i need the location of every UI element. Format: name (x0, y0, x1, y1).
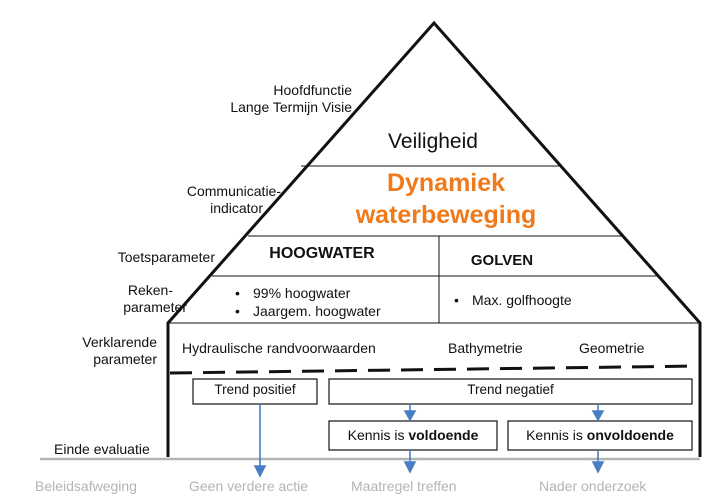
hoogwater-item-2: Jaargem. hoogwater (231, 302, 381, 320)
verklarend-geometrie: Geometrie (579, 340, 645, 356)
verklarend-bathymetrie: Bathymetrie (448, 340, 523, 356)
dynamiek-line2: waterbeweging (355, 201, 537, 229)
label-reken-line2: parameter (123, 299, 187, 315)
golven-heading: GOLVEN (470, 252, 534, 269)
label-verklarende-line2: parameter (93, 351, 157, 367)
golven-item-1: Max. golfhoogte (450, 291, 572, 309)
kennis-onvoldoende-box (507, 420, 693, 451)
arrow-voldoende-head-bottom (403, 461, 417, 474)
label-toetsparameter: Toetsparameter (117, 249, 215, 265)
label-communicatie-line2: indicator (210, 200, 263, 216)
label-hoofdfunctie-line2: Lange Termijn Visie (230, 99, 352, 115)
bottom-nader-onderzoek: Nader onderzoek (539, 478, 647, 494)
hoogwater-list: 99% hoogwater Jaargem. hoogwater (231, 284, 381, 320)
kennis-onvoldoende-label: Kennis is onvoldoende (508, 427, 692, 443)
label-hoofdfunctie: Hoofdfunctie Lange Termijn Visie (230, 82, 352, 116)
label-hoofdfunctie-line1: Hoofdfunctie (273, 82, 352, 98)
label-verklarende-line1: Verklarende (82, 334, 157, 350)
pyramid-border (166, 20, 702, 457)
label-communicatie: Communicatie- indicator (187, 183, 281, 217)
bottom-maatregel-treffen: Maatregel treffen (351, 478, 457, 494)
dynamiek-line1: Dynamiek (386, 169, 506, 197)
kennis-onvoldoende-prefix: Kennis is (526, 427, 587, 443)
veiligheid-text: Veiligheid (388, 130, 478, 153)
trend-positief-label: Trend positief (214, 382, 296, 397)
kennis-voldoende-label: Kennis is voldoende (329, 427, 497, 443)
arrow-onvoldoende-head-top (591, 410, 605, 422)
bottom-beleidsafweging: Beleidsafweging (35, 478, 137, 494)
bottom-geen-verdere-actie: Geen verdere actie (189, 478, 309, 494)
label-reken-line1: Reken- (127, 282, 173, 298)
label-einde-evaluatie: Einde evaluatie (54, 441, 150, 457)
golven-list: Max. golfhoogte (450, 291, 572, 309)
kennis-voldoende-prefix: Kennis is (347, 427, 409, 443)
label-verklarende: Verklarende parameter (82, 334, 157, 368)
trend-positief-box (192, 378, 318, 405)
label-communicatie-line1: Communicatie- (186, 183, 281, 199)
dynamiek-text: Dynamiek waterbeweging (356, 167, 537, 231)
kennis-onvoldoende-bold: onvoldoende (586, 427, 674, 443)
arrow-onvoldoende-head-bottom (591, 461, 605, 474)
label-rekenparameter: Reken- parameter (123, 282, 187, 316)
trend-negatief-label: Trend negatief (467, 382, 554, 397)
hoogwater-item-1: 99% hoogwater (231, 284, 381, 302)
arrow-positief-head (253, 465, 267, 478)
hoogwater-heading: HOOGWATER (269, 245, 375, 262)
kennis-voldoende-bold: voldoende (408, 427, 479, 443)
arrow-voldoende-head-top (403, 410, 417, 422)
trend-negatief-box (328, 378, 693, 405)
kennis-voldoende-box (328, 420, 498, 451)
dashed-divider (169, 364, 699, 375)
verklarend-hydraulisch: Hydraulische randvoorwaarden (182, 340, 376, 356)
